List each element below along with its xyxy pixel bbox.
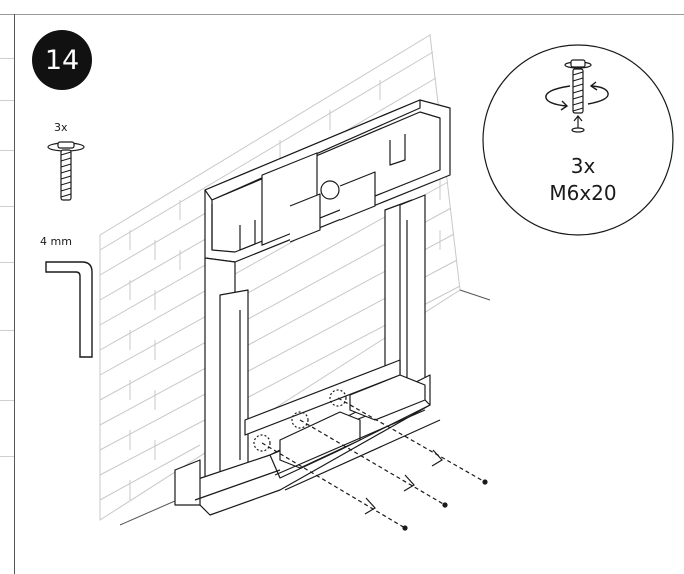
callout-quantity: 3x — [570, 154, 596, 178]
step-number: 14 — [44, 44, 80, 76]
step-number-badge: 14 — [32, 30, 92, 90]
hex-key-icon — [45, 261, 93, 358]
callout-screw-icon — [564, 59, 592, 114]
left-border — [14, 14, 15, 574]
callout-circle — [482, 44, 674, 236]
callout-screw-size: M6x20 — [549, 181, 617, 205]
up-arrow-icon — [571, 115, 585, 133]
screw-quantity-label: 3x — [54, 121, 68, 134]
screw-insertion-paths — [253, 389, 488, 531]
top-border — [0, 0, 684, 15]
screw-icon — [47, 141, 85, 201]
tv-lift-frame — [174, 99, 451, 516]
rotate-arrows-icon — [545, 81, 609, 111]
hex-key-size-label: 4 mm — [40, 235, 72, 248]
